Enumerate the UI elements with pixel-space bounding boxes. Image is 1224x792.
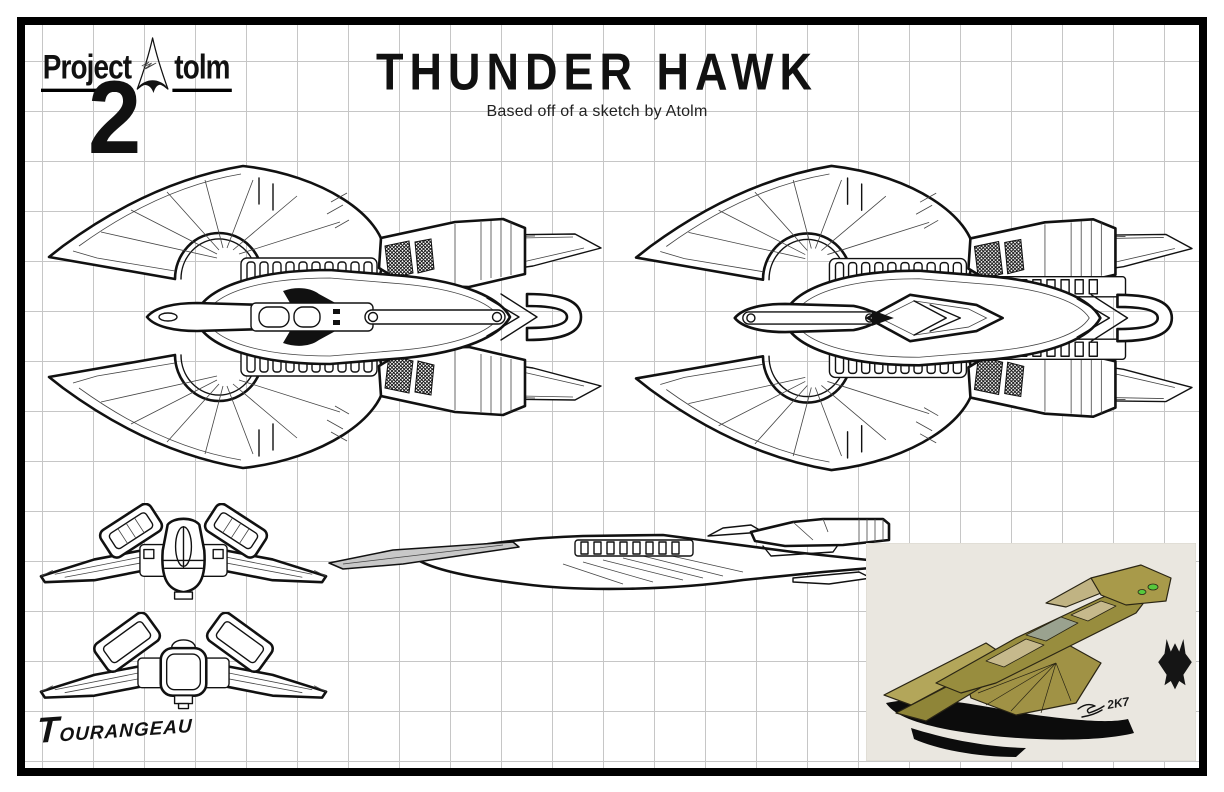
- top-view-dorsal-drawing: [35, 158, 605, 476]
- starfleet-delta-icon: [135, 36, 171, 96]
- concept-sketch-inset: 2K7: [866, 543, 1196, 761]
- title-block: THUNDER HAWK Based off of a sketch by At…: [373, 42, 821, 121]
- top-view-ventral-drawing: [622, 156, 1196, 480]
- page-title: THUNDER HAWK: [376, 42, 818, 102]
- project-logo: Project tolm: [41, 37, 232, 93]
- sketch-signature: 2K7: [1077, 694, 1132, 718]
- sketch-signature-text: 2K7: [1105, 694, 1131, 712]
- page-subtitle: Based off of a sketch by Atolm: [486, 103, 708, 120]
- logo-number: 2: [88, 60, 141, 176]
- logo-word-project: Project: [41, 47, 133, 92]
- ship-front-silhouette-icon: [1158, 639, 1192, 690]
- front-view-drawing: [39, 503, 328, 600]
- logo-word-tolm: tolm: [172, 47, 232, 92]
- rear-view-drawing: [39, 612, 328, 710]
- side-view-drawing: [328, 517, 891, 591]
